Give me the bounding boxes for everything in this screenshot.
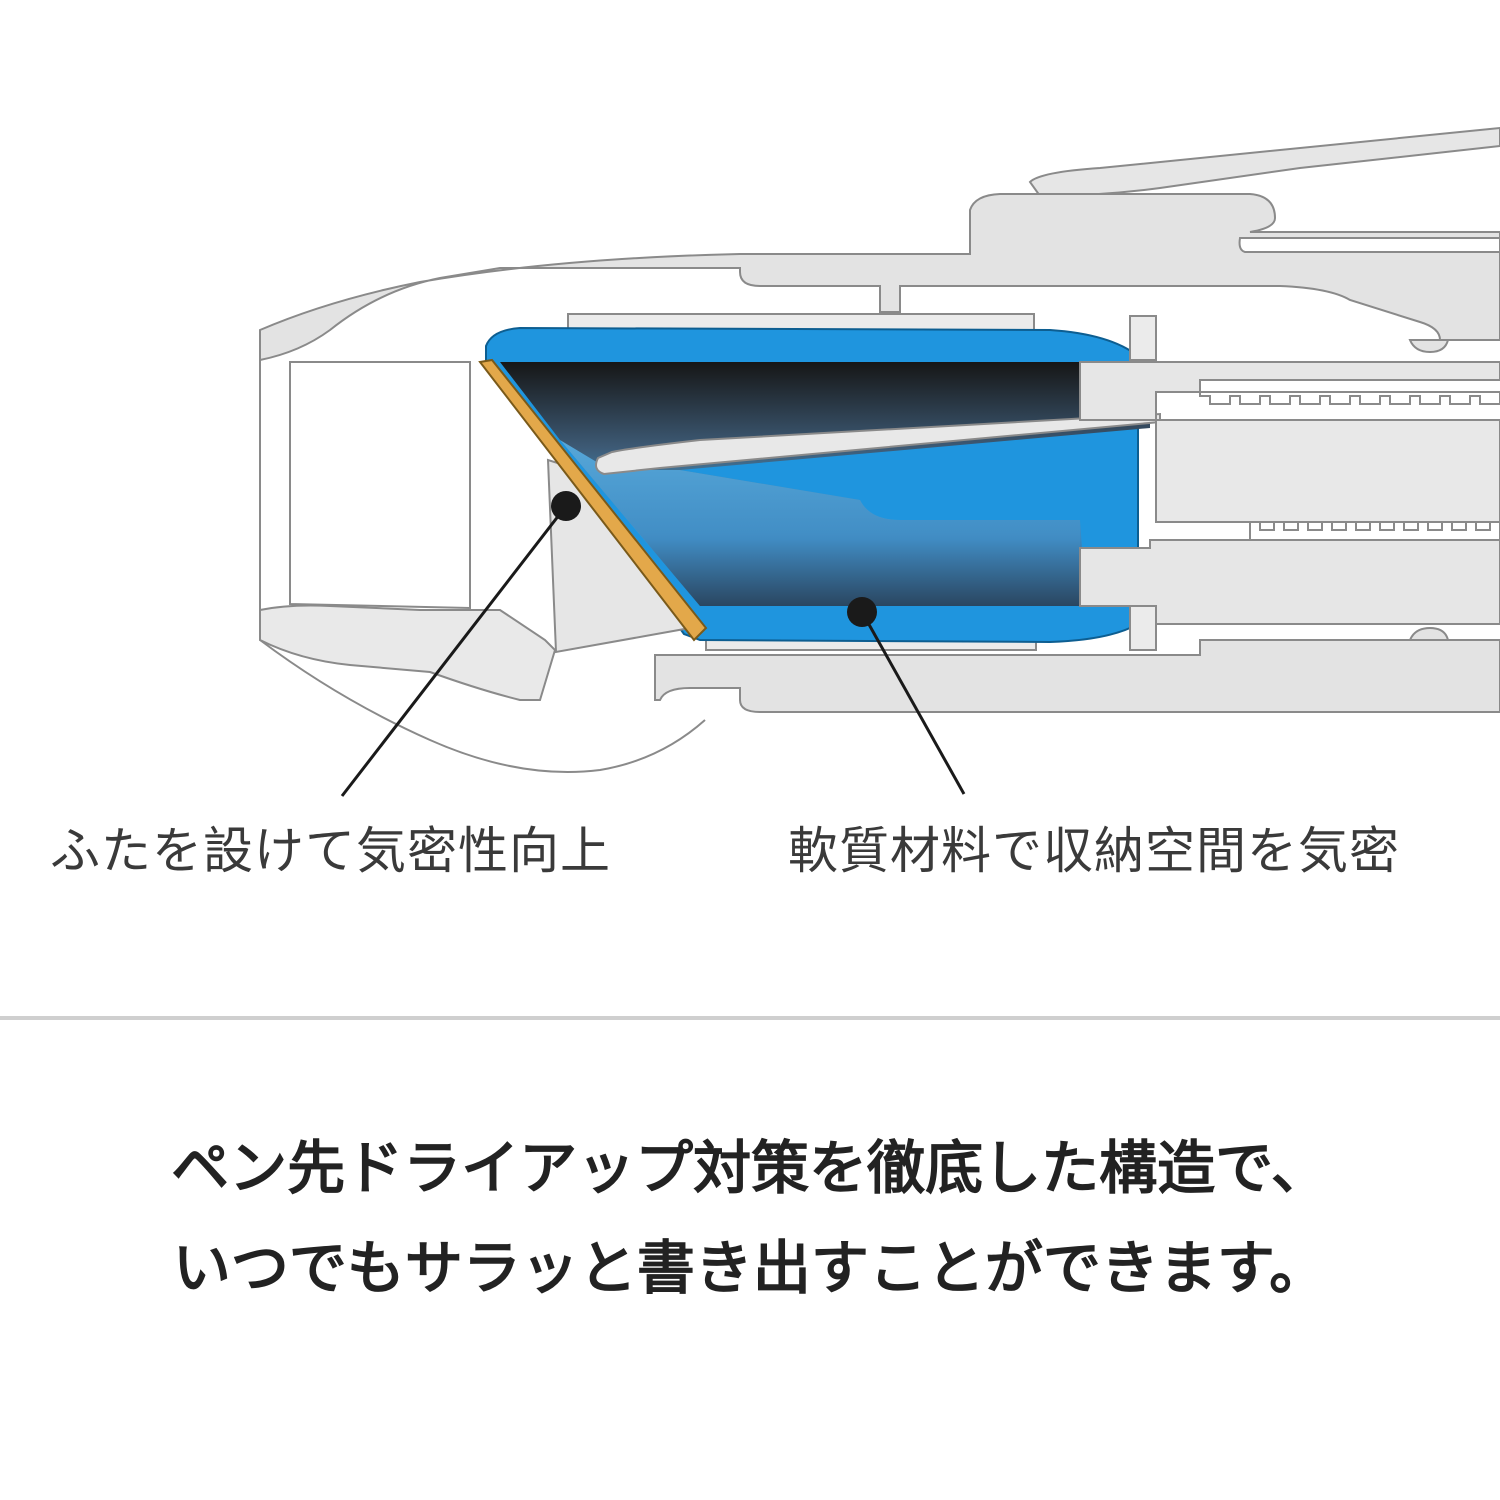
ink-channel-lower-ribs bbox=[1150, 521, 1500, 541]
callout-lid-label: ふたを設けて気密性向上 bbox=[50, 822, 611, 880]
ink-channel-gap bbox=[1155, 419, 1500, 523]
caption: ペン先ドライアップ対策を徹底した構造で、 いつでもサラッと書き出すことができます… bbox=[0, 1118, 1500, 1318]
leader-dot-lid bbox=[551, 491, 581, 521]
leader-line-lid bbox=[340, 505, 568, 797]
nose-cone-inner bbox=[289, 361, 471, 610]
ink-channel-upper-ribs bbox=[1199, 391, 1500, 405]
barrel-upper-wall bbox=[259, 193, 1500, 362]
nose-cone-front bbox=[259, 330, 557, 701]
barrel-lower-curve bbox=[259, 639, 706, 773]
upper-bump bbox=[1408, 339, 1450, 354]
caption-line-1: ペン先ドライアップ対策を徹底した構造で、 bbox=[171, 1134, 1329, 1202]
end-plate-lower bbox=[1129, 605, 1157, 651]
caption-line-2: いつでもサラッと書き出すことができます。 bbox=[172, 1234, 1328, 1302]
pen-tip-cross-section-diagram bbox=[259, 126, 1500, 797]
section-divider bbox=[0, 1016, 1500, 1020]
lower-bump bbox=[1408, 626, 1450, 641]
end-plate-upper bbox=[1129, 315, 1157, 361]
gold-lid bbox=[478, 358, 708, 642]
pen-nib bbox=[595, 412, 1161, 476]
callout-soft-material-label: 軟質材料で収納空間を気密 bbox=[788, 822, 1400, 880]
upper-slot bbox=[1238, 237, 1500, 253]
leader-dot-seal bbox=[847, 597, 877, 627]
leader-line-seal bbox=[860, 611, 966, 795]
feed-core-lower bbox=[1079, 539, 1500, 625]
sealed-chamber-lower bbox=[560, 440, 1082, 606]
barrel-lower-wall bbox=[654, 639, 1500, 713]
clip-outline bbox=[1028, 126, 1500, 198]
